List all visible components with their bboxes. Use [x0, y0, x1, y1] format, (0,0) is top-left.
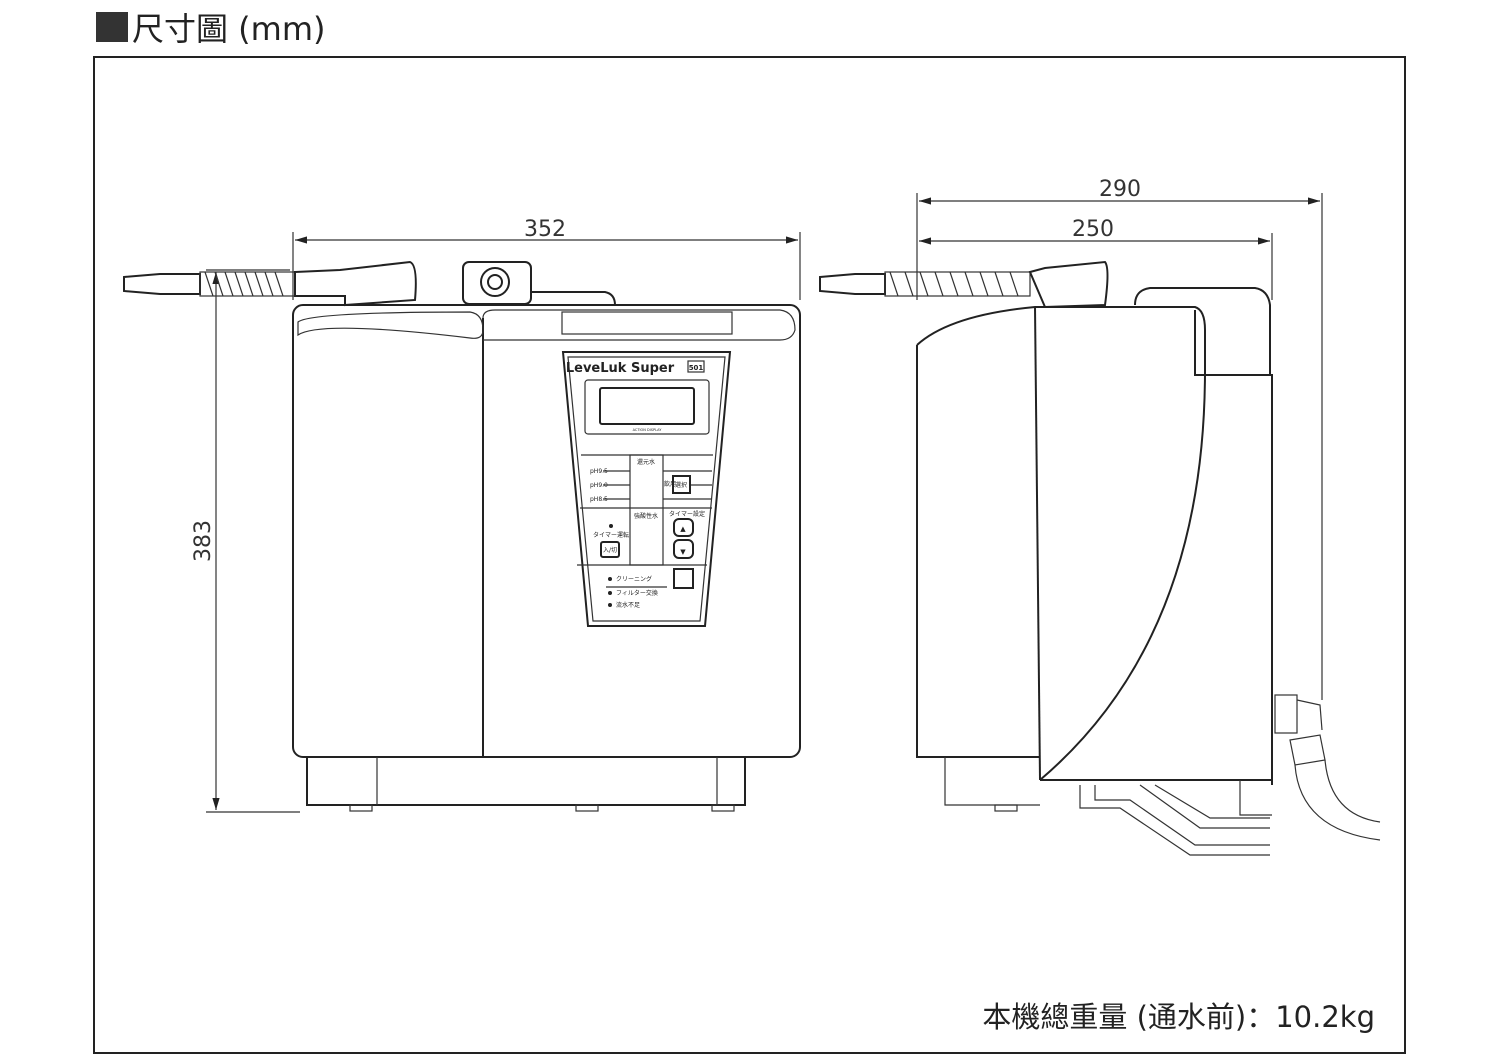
- timer-run-label: タイマー運転: [593, 531, 629, 539]
- front-base: [306, 757, 746, 806]
- top-display-window: [561, 311, 733, 335]
- spout-nozzle: [123, 273, 201, 295]
- height-dimension-label: 383: [191, 520, 216, 562]
- reduced-water-label: 還元水: [637, 458, 655, 466]
- timer-down-button[interactable]: [673, 539, 694, 559]
- front-view: 352 383 LeveLuk Super 501 ACTION DISPLAY: [123, 217, 801, 813]
- drawing-frame: [93, 56, 1406, 1054]
- spout-holder: [294, 260, 417, 307]
- square-bullet-icon: [96, 12, 128, 42]
- display-caption: ACTION DISPLAY: [633, 428, 663, 432]
- timer-up-button[interactable]: [673, 518, 694, 537]
- lcd-display-frame: [584, 379, 710, 435]
- timer-setting-label: タイマー設定: [669, 510, 705, 518]
- title-text: 尺寸圖 (mm): [132, 10, 326, 48]
- select-button-label: 選択: [675, 481, 687, 489]
- cleaning-button[interactable]: [673, 568, 694, 589]
- depth-body-label: 250: [1072, 217, 1114, 242]
- front-body: [292, 304, 801, 758]
- outlet-fitting: [1274, 694, 1298, 734]
- select-button[interactable]: [672, 475, 691, 494]
- width-dimension-label: 352: [524, 217, 566, 242]
- side-body: [916, 306, 1206, 781]
- indicator-flow: 流水不足: [616, 601, 640, 609]
- brand-logo: LeveLuk Super: [566, 361, 675, 376]
- power-button-label: 入/切: [603, 547, 617, 554]
- ph-level-2: pH9.0: [590, 482, 608, 489]
- indicator-cleaning: クリーニング: [616, 575, 652, 583]
- arrow-down-icon: ▼: [680, 548, 686, 556]
- power-button[interactable]: [600, 541, 620, 558]
- side-view: 290 250: [819, 177, 1381, 856]
- ph-level-1: pH9.5: [590, 468, 608, 475]
- indicator-filter: フィルター交換: [616, 589, 658, 597]
- arrow-up-icon: ▲: [680, 525, 686, 533]
- ph-level-3: pH8.5: [590, 496, 608, 503]
- acid-water-label: 強酸性水: [634, 512, 658, 520]
- drain-hoses: [1079, 784, 1270, 856]
- lcd-display: [599, 387, 695, 425]
- depth-total-label: 290: [1099, 177, 1141, 202]
- model-badge: 501: [689, 364, 704, 372]
- outlet-hose: [1294, 759, 1381, 841]
- flexible-hose: [199, 271, 296, 297]
- page-title: 尺寸圖 (mm): [96, 4, 326, 50]
- total-weight-note: 本機總重量 (通水前)：10.2kg: [982, 1000, 1375, 1034]
- drink-label: 飲用: [664, 480, 676, 488]
- control-panel: LeveLuk Super 501 ACTION DISPLAY 還元水 pH9…: [561, 351, 732, 627]
